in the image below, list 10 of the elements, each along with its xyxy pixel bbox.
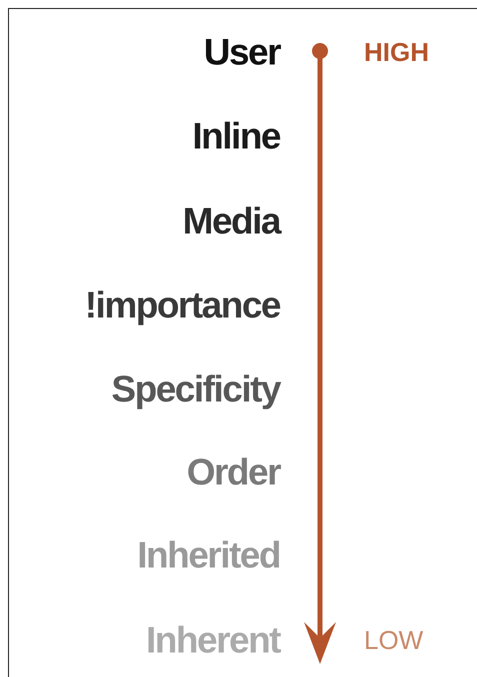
scale-end-label: HIGH — [364, 39, 429, 65]
scale-end-label: LOW — [364, 627, 424, 653]
scale-label: Specificity — [111, 370, 280, 408]
scale-label: Inherited — [137, 536, 280, 574]
scale-label: !importance — [84, 286, 280, 324]
scale-label: Order — [186, 454, 280, 490]
scale-label: Inherent — [146, 622, 280, 658]
scale-label: User — [204, 34, 280, 70]
scale-label: Media — [182, 202, 280, 240]
scale-label: Inline — [192, 118, 280, 154]
